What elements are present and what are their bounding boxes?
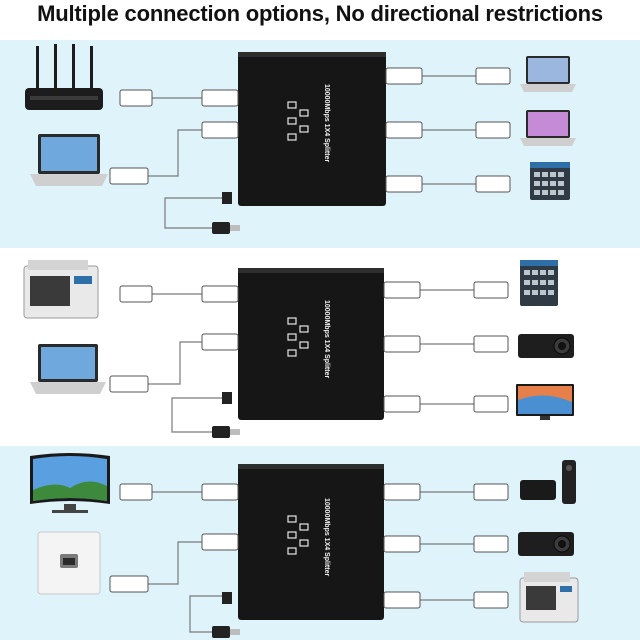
monitor-icon — [516, 384, 574, 420]
cables-left — [148, 293, 232, 433]
tv-box-icon — [520, 460, 576, 504]
laptop-icon — [30, 134, 108, 186]
device-label: 10000Mbps 1X4 Splitter — [323, 300, 330, 379]
splitter-box — [238, 268, 384, 420]
curved-monitor-icon — [30, 453, 110, 513]
device-label: 10000Mbps 1X4 Splitter — [323, 84, 330, 163]
printer-icon — [23, 260, 99, 319]
usb-cable — [212, 392, 240, 438]
ethernet-ports-icon — [287, 317, 309, 357]
projector-icon — [518, 532, 574, 556]
scene-3-graphic — [0, 446, 640, 640]
projector-icon — [518, 334, 574, 358]
laptop-icon — [520, 56, 576, 92]
rj45-plugs — [109, 281, 509, 413]
ethernet-ports-icon — [287, 101, 309, 141]
splitter-box — [238, 464, 384, 620]
router-icon — [25, 44, 103, 110]
cables-right — [420, 289, 474, 405]
scene-1: 10000Mbps 1X4 Splitter — [0, 40, 640, 248]
network-switch-icon — [530, 162, 570, 200]
rj45-plugs — [109, 483, 509, 609]
wall-jack-icon — [37, 531, 101, 595]
laptop-icon — [520, 110, 576, 146]
cables-right — [422, 75, 476, 185]
device-label: 10000Mbps 1X4 Splitter — [323, 498, 330, 577]
printer-icon — [519, 572, 579, 623]
scene-2: 10000Mbps 1X4 Splitter — [0, 252, 640, 442]
usb-cable — [212, 192, 240, 234]
ethernet-ports-icon — [287, 515, 309, 555]
scene-3: 10000Mbps 1X4 Splitter — [0, 446, 640, 640]
headline: Multiple connection options, No directio… — [37, 1, 603, 26]
scene-1-graphic — [0, 40, 640, 248]
usb-cable — [212, 592, 240, 638]
cables-left — [148, 491, 232, 633]
rj45-plugs — [109, 67, 511, 193]
scene-2-graphic — [0, 252, 640, 442]
network-switch-icon — [520, 260, 558, 306]
laptop-icon — [30, 344, 106, 394]
splitter-box — [238, 52, 386, 206]
cables-left — [148, 97, 232, 229]
cables-right — [420, 491, 474, 601]
